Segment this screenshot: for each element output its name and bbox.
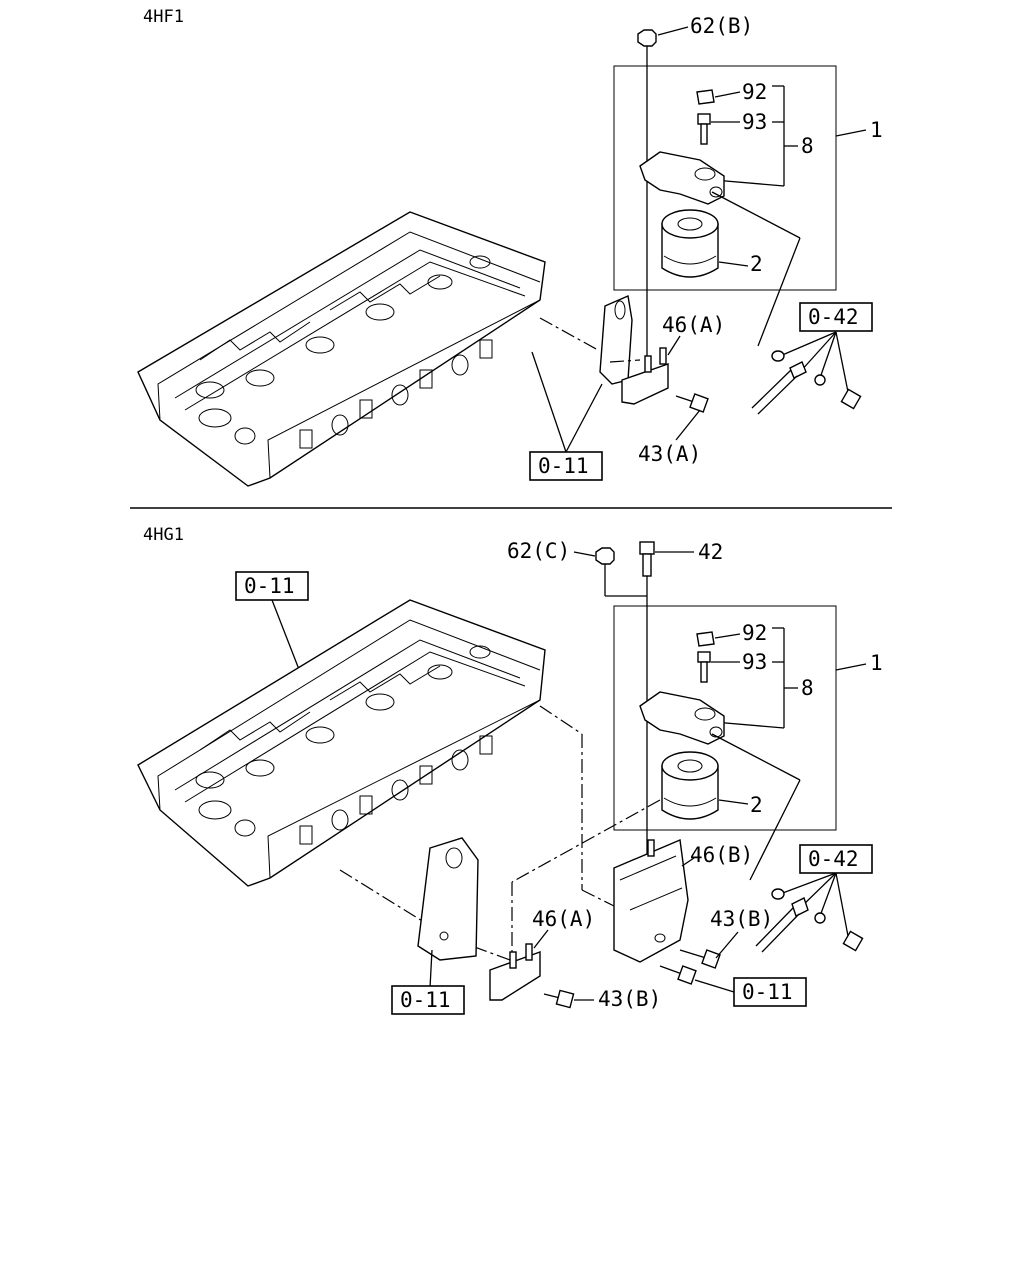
filter-cartridge-icon-bottom <box>661 751 719 820</box>
bolt-43b-icon-left <box>543 989 575 1009</box>
label-2-top: 2 <box>750 252 763 276</box>
bolt-icon-lower-right <box>659 965 697 985</box>
bolt-93-icon-bottom <box>697 651 711 683</box>
filter-assembly-frame-top <box>613 65 837 291</box>
section-title-4hg1: 4HG1 <box>143 525 184 545</box>
bracket-46a-icon-bottom <box>489 943 541 1001</box>
bracket-46b-icon <box>613 838 689 963</box>
label-011-head: 0-11 <box>244 574 295 598</box>
filter-cartridge-icon-top <box>661 209 719 278</box>
label-011-left: 0-11 <box>400 988 451 1012</box>
nut-62c-icon <box>595 547 615 596</box>
label-92-top: 92 <box>742 80 767 104</box>
bolt-43b-icon-right <box>679 949 721 969</box>
eyebolt-hose-icon-top <box>751 350 862 415</box>
nut-62b-icon <box>637 29 657 372</box>
label-46a-bottom: 46(A) <box>532 907 595 931</box>
label-43b-left: 43(B) <box>598 987 661 1011</box>
label-62b: 62(B) <box>690 14 753 38</box>
ref-box-011-head <box>235 571 309 601</box>
label-46b: 46(B) <box>690 843 753 867</box>
bracket-plate-icon-bottom <box>417 837 479 961</box>
label-011-top: 0-11 <box>538 454 589 478</box>
cap-92-icon-bottom <box>696 631 715 647</box>
label-46a-top: 46(A) <box>662 313 725 337</box>
ref-box-042-bottom <box>799 844 873 874</box>
label-92-bottom: 92 <box>742 621 767 645</box>
label-62c: 62(C) <box>507 539 570 563</box>
label-93-top: 93 <box>742 110 767 134</box>
filter-head-icon-bottom <box>639 691 725 745</box>
cylinder-head-illustration-bottom <box>137 599 546 887</box>
label-1-top: 1 <box>870 118 883 142</box>
label-8-bottom: 8 <box>801 676 814 700</box>
cap-92-icon <box>696 89 715 105</box>
label-43b-right: 43(B) <box>710 907 773 931</box>
label-43a-top: 43(A) <box>638 442 701 466</box>
label-2-bottom: 2 <box>750 793 763 817</box>
label-042-bottom: 0-42 <box>808 847 859 871</box>
label-42: 42 <box>698 540 723 564</box>
label-93-bottom: 93 <box>742 650 767 674</box>
ref-box-042-top <box>799 302 873 332</box>
bolt-43a-icon-top <box>675 393 709 413</box>
section-title-4hf1: 4HF1 <box>143 7 184 27</box>
eyebolt-hose-icon-bottom <box>755 888 864 953</box>
ref-box-011-top <box>529 451 603 481</box>
bolt-93-icon <box>697 113 711 145</box>
ref-box-011-left <box>391 985 465 1015</box>
label-1-bottom: 1 <box>870 651 883 675</box>
filter-head-icon-top <box>639 151 725 205</box>
ref-box-011-right <box>733 977 807 1007</box>
label-8-top: 8 <box>801 134 814 158</box>
label-011-right: 0-11 <box>742 980 793 1004</box>
filter-assembly-frame-bottom <box>613 605 837 831</box>
bracket-plate-icon-top <box>599 295 669 405</box>
label-042-top: 0-42 <box>808 305 859 329</box>
cylinder-head-illustration-top <box>137 211 546 487</box>
